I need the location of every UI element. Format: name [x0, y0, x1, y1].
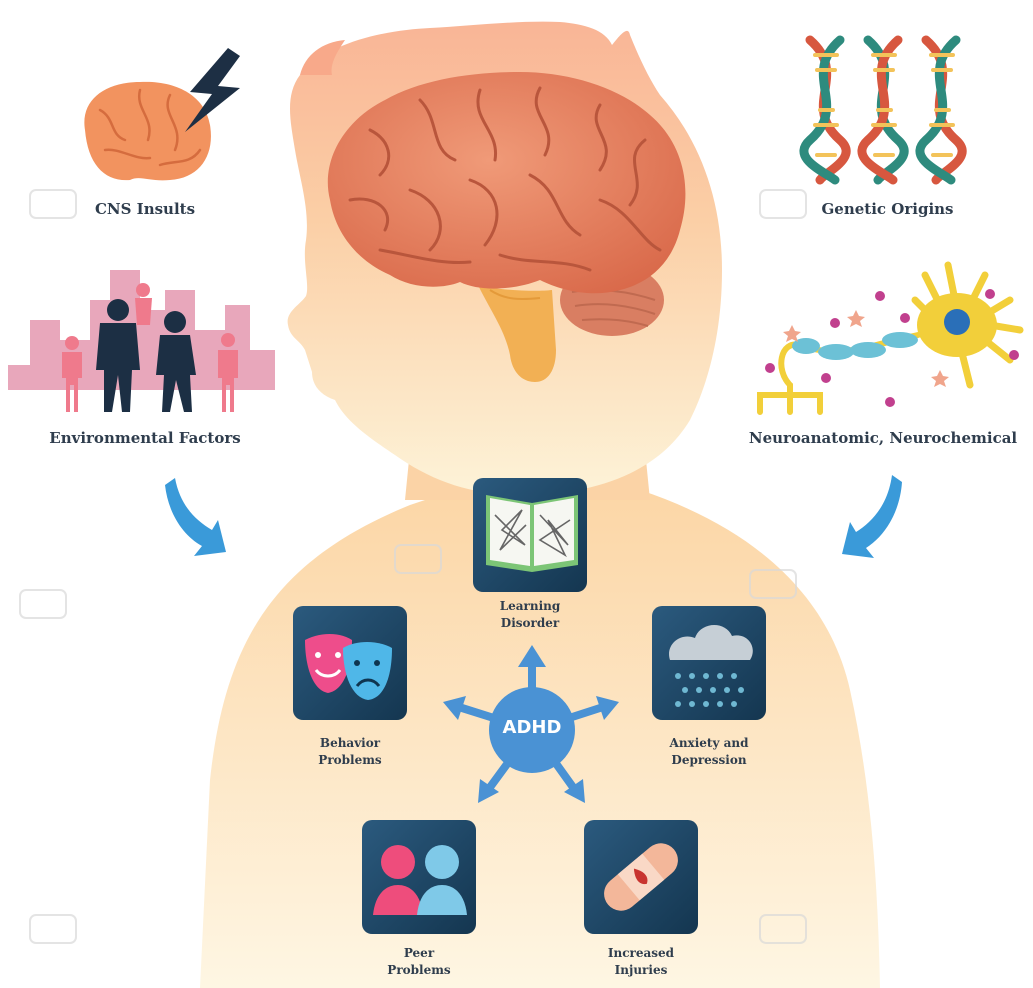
- anxiety-depression-tile: [652, 606, 766, 720]
- behavior-problems-line1: Behavior: [319, 736, 381, 750]
- arrow-neuro-to-body: [842, 475, 902, 558]
- increased-injuries-line2: Injuries: [614, 963, 668, 977]
- neuron-icon: [757, 261, 1024, 415]
- peer-problems-tile: [362, 820, 476, 934]
- learning-disorder-line2: Disorder: [500, 616, 560, 630]
- peer-problems-line2: Problems: [387, 963, 451, 977]
- hair-tuft: [300, 40, 345, 75]
- increased-injuries-label: Increased Injuries: [581, 945, 701, 979]
- learning-disorder-label: Learning Disorder: [470, 598, 590, 632]
- dna-helix-icon: [799, 35, 967, 185]
- adhd-center-label: ADHD: [502, 717, 562, 738]
- learning-disorder-tile: [473, 478, 587, 592]
- cerebrum: [327, 72, 686, 294]
- peer-problems-line1: Peer: [403, 946, 435, 960]
- genetic-origins-label: Genetic Origins: [821, 200, 954, 218]
- family-city-icon: [8, 270, 275, 412]
- increased-injuries-tile: [584, 820, 698, 934]
- cns-insults-label: CNS Insults: [94, 200, 196, 218]
- increased-injuries-line1: Increased: [607, 946, 675, 960]
- brain-stem: [478, 285, 556, 382]
- brain-illustration: [327, 72, 686, 382]
- neuron-nucleus: [944, 309, 970, 335]
- lightning-bolt-icon: [185, 48, 240, 132]
- learning-disorder-line1: Learning: [499, 599, 561, 613]
- peer-problems-label: Peer Problems: [359, 945, 479, 979]
- anxiety-depression-line1: Anxiety and: [669, 736, 749, 750]
- watermark-logos: [19, 189, 807, 944]
- neuroanatomic-neurochemical-label: Neuroanatomic, Neurochemical: [748, 429, 1018, 447]
- anxiety-depression-label: Anxiety and Depression: [645, 735, 773, 769]
- anxiety-depression-line2: Depression: [671, 753, 747, 767]
- behavior-problems-tile: [293, 606, 407, 720]
- adhd-circle: [489, 687, 575, 773]
- behavior-problems-label: Behavior Problems: [290, 735, 410, 769]
- environmental-factors-label: Environmental Factors: [49, 429, 241, 447]
- arrow-environmental-to-body: [165, 478, 226, 556]
- behavior-problems-line2: Problems: [318, 753, 382, 767]
- adhd-hub: [443, 645, 619, 803]
- cns-insults-icon: [84, 48, 240, 181]
